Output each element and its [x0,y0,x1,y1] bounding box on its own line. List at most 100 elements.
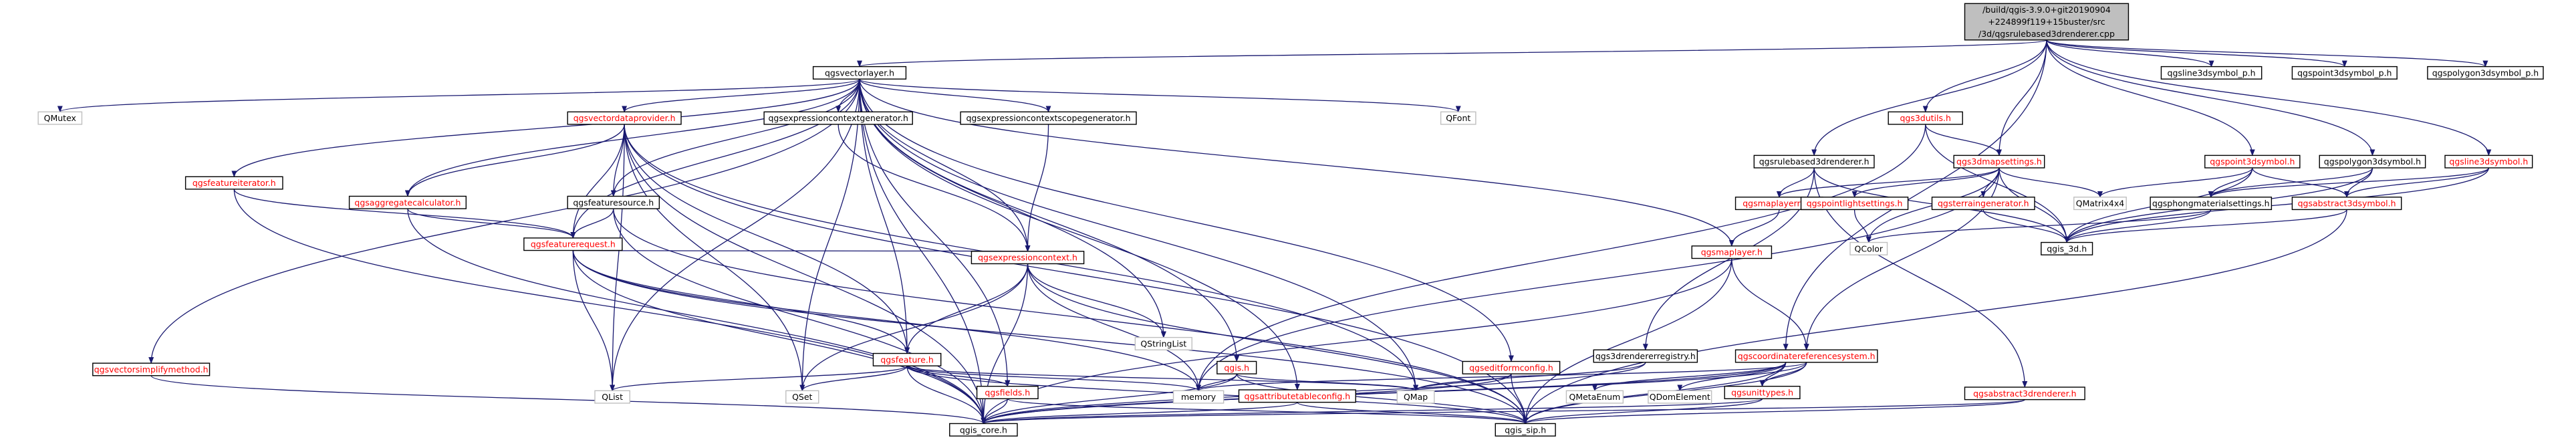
edge-maplayerref-to-maplayer [1728,209,1780,247]
node-label: qgsexpressioncontextscopegenerator.h [967,113,1131,123]
edge-vectorlayer-to-maplayer [859,79,1734,247]
edge-line3dsymbol-to-qgis_3d [2064,167,2490,243]
node-featurerequest[interactable]: qgsfeaturerequest.h [523,237,623,251]
node-rulebased3d[interactable]: qgsrulebased3drenderer.h [1753,154,1875,169]
node-box [1134,336,1192,350]
node-label: qgis.h [1224,362,1249,372]
node-mapsettings3d[interactable]: qgs3dmapsettings.h [1953,154,2045,169]
node-box [2150,197,2273,211]
node-terraingenerator[interactable]: qgsterraingenerator.h [1931,197,2035,211]
node-box [1238,389,1356,403]
node-label: qgsvectorlayer.h [825,68,894,78]
node-exprctxscopegen[interactable]: qgsexpressioncontextscopegenerator.h [960,111,1137,125]
node-abstract3dsymbol[interactable]: qgsabstract3dsymbol.h [2291,197,2402,211]
node-label: qgsfeatureiterator.h [192,178,276,188]
node-vectorsimplify[interactable]: qgsvectorsimplifymethod.h [92,362,211,376]
node-utils3d[interactable]: qgs3dutils.h [1888,111,1963,125]
edge-feature-to-qset [799,365,908,392]
node-feature[interactable]: qgsfeature.h [872,352,942,366]
node-box [1753,154,1875,169]
node-label: qgsline3dsymbol.h [2449,156,2528,166]
edge-expressioncontext-to-qstringlist [1027,263,1166,338]
node-expressioncontext[interactable]: qgsexpressioncontext.h [971,251,1085,265]
node-label: qgs3drendererregistry.h [1595,351,1696,361]
node-box [971,251,1085,265]
edge-vectorlayer-to-qset [799,79,860,392]
node-polygon3dsymbol[interactable]: qgspolygon3dsymbol.h [2319,154,2426,169]
edge-abstract3dsymbol-to-qgis_sip [1523,209,2347,425]
edge-line3dsymbol-to-phongmaterial [2208,167,2490,198]
node-label: QMetaEnum [1569,392,1620,402]
node-featureiterator[interactable]: qgsfeatureiterator.h [184,176,283,190]
node-phongmaterial[interactable]: qgsphongmaterialsettings.h [2150,197,2273,211]
edge-aggregatecalc-to-qgis_core [407,209,987,425]
node-crs[interactable]: qgscoordinatereferencesystem.h [1734,349,1878,363]
node-line3dsymbol[interactable]: qgsline3dsymbol.h [2444,154,2533,169]
node-root[interactable]: /build/qgis-3.9.0+git20190904+224899f119… [1964,3,2130,41]
edge-mapsettings3d-to-crs [1803,168,2000,351]
edge-vectorlayer-to-feature [859,79,910,354]
node-label: qgis_core.h [960,425,1007,435]
edge-point3dsymbol-to-qmatrix4x4 [2097,167,2253,198]
edge-point3dsymbol-to-abstract3dsymbol [2252,167,2350,198]
node-rendererregistry3d[interactable]: qgs3drendererregistry.h [1593,349,1698,363]
edge-vectorlayer-to-attrtableconfig [859,79,1300,391]
node-point3d_p[interactable]: qgspoint3dsymbol_p.h [2291,66,2398,80]
node-label: qgis_sip.h [1505,425,1546,435]
node-label: memory [1181,392,1216,402]
node-maplayer[interactable]: qgsmaplayer.h [1691,245,1773,259]
node-abstract3drenderer[interactable]: qgsabstract3drenderer.h [1964,386,2085,401]
edge-attrtableconfig-to-qgis_core [981,401,1298,425]
edge-root-to-vectorlayer [857,39,2047,68]
edge-vectorlayer-to-exprctxscopegen [859,78,1051,113]
edge-qgis-to-memory [1196,373,1237,392]
edge-root-to-line3dsymbol [2046,39,2492,156]
node-label: qgsfields.h [985,387,1030,397]
node-box [960,111,1137,125]
edge-root-to-point3dsymbol [2046,39,2255,156]
node-polygon3d_p[interactable]: qgspolygon3dsymbol_p.h [2427,66,2544,80]
node-box [2427,66,2544,80]
node-qgis[interactable]: qgis.h [1216,360,1257,374]
node-featuresource[interactable]: qgsfeaturesource.h [567,195,660,209]
node-box [2444,154,2533,169]
node-memory: memory [1172,390,1225,404]
node-vectorlayer[interactable]: qgsvectorlayer.h [812,66,907,80]
node-box [1440,111,1476,125]
node-vectordataprovider[interactable]: qgsvectordataprovider.h [567,111,682,125]
node-label: qgsrulebased3drenderer.h [1759,156,1870,166]
node-box [2291,197,2402,211]
node-label: qgspolygon3dsymbol_p.h [2432,68,2539,78]
edge-vectordataprovider-to-qgis_core [624,124,987,425]
node-editformconfig[interactable]: qgseditformconfig.h [1462,360,1561,374]
node-layer: /build/qgis-3.9.0+git20190904+224899f119… [37,3,2544,437]
node-label: QSet [792,392,812,402]
edge-mapsettings3d-to-qmatrix4x4 [1999,167,2103,198]
node-fields[interactable]: qgsfields.h [976,385,1039,399]
node-label: /build/qgis-3.9.0+git20190904 [1982,5,2111,15]
node-box [1849,241,1888,255]
node-qgis_3d[interactable]: qgis_3d.h [2041,241,2093,255]
node-exprctxgen[interactable]: qgsexpressioncontextgenerator.h [763,111,913,125]
edge-vectorlayer-to-qgis [859,79,1240,362]
node-qgis_core[interactable]: qgis_core.h [949,423,1018,437]
node-box [523,237,623,251]
edge-crs-to-memory [1196,362,1807,392]
node-line3d_p[interactable]: qgsline3dsymbol_p.h [2160,66,2263,80]
node-aggregatecalc[interactable]: qgsaggregatecalculator.h [348,195,467,209]
node-box [872,352,942,366]
node-attrtableconfig[interactable]: qgsattributetableconfig.h [1238,389,1356,403]
edge-vectorlayer-to-editformconfig [859,79,1514,362]
edge-vectorlayer-to-featureiterator [231,79,860,178]
edge-feature-to-qlist [610,365,908,392]
node-pointlightsettings[interactable]: qgspointlightsettings.h [1800,197,1909,211]
node-qgis_sip[interactable]: qgis_sip.h [1495,423,1556,437]
edge-expressioncontext-to-qgis_core [981,263,1029,425]
node-label: qgsfeaturesource.h [573,197,654,207]
edge-vectorlayer-to-aggregatecalc [405,79,860,197]
node-qmap: QMap [1396,390,1435,404]
node-label: QMatrix4x4 [2076,199,2125,209]
node-unittypes[interactable]: qgsunittypes.h [1724,385,1801,399]
node-point3dsymbol[interactable]: qgspoint3dsymbol.h [2204,154,2301,169]
